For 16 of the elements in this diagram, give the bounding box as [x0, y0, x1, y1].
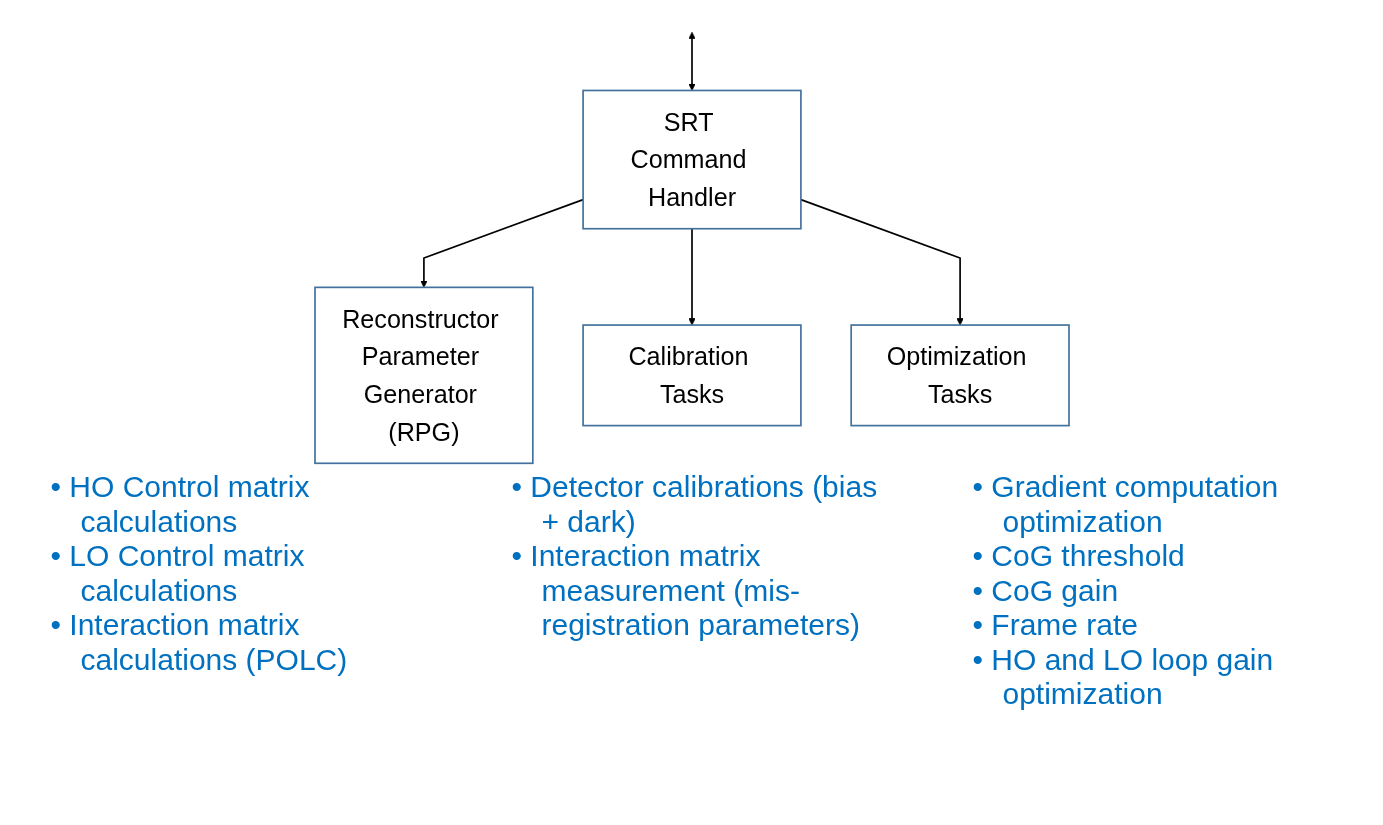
bullet-item: • Interaction matrix calculations (POLC) — [50, 608, 349, 677]
bullet-item: • HO and LO loop gain optimization — [972, 642, 1275, 712]
bullet-item: • Gradient computation optimization — [972, 470, 1280, 539]
bullet-item: • CoG gain — [972, 573, 1120, 608]
bullet-item: • Interaction matrix measurement (mis-registration parameters) — [511, 539, 861, 643]
bullet-item: • Detector calibrations (bias + dark) — [511, 470, 879, 539]
bullet-item: • LO Control matrix calculations — [50, 539, 306, 608]
arrow — [687, 31, 696, 91]
bullet-item: • CoG threshold — [972, 539, 1186, 574]
arrow — [687, 227, 696, 326]
bullet-item: • Frame rate — [972, 608, 1140, 643]
bullet-item: • HO Control matrix calculations — [50, 470, 311, 539]
node-box: SRT Command Handler — [581, 89, 802, 230]
node-box: Calibration Tasks — [581, 324, 802, 427]
node-box: Optimization Tasks — [849, 324, 1070, 427]
node-box: Reconstructor Parameter Generator (RPG) — [313, 286, 534, 465]
